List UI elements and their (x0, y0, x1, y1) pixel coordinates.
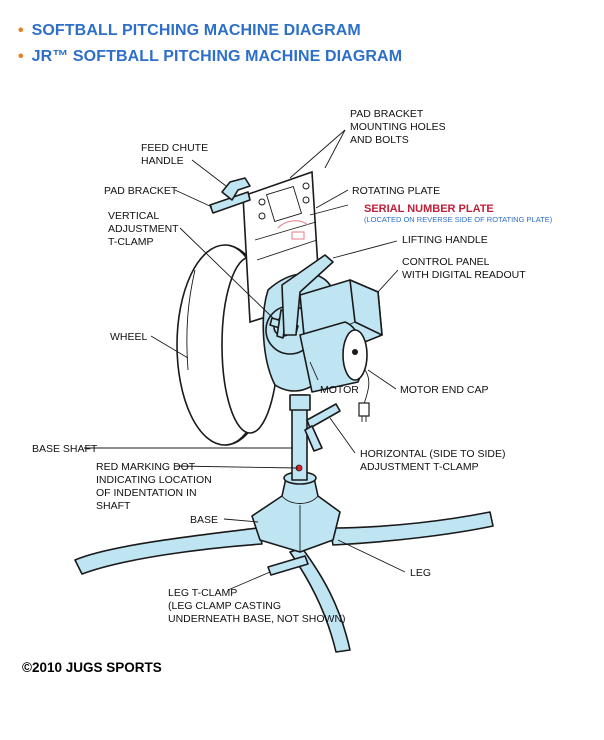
label-leg-t-clamp: UNDERNEATH BASE, NOT SHOWN) (168, 613, 346, 625)
label-red-marking-dot: RED MARKING DOT (96, 461, 196, 473)
mounting-hole (302, 182, 310, 190)
mounting-hole (258, 212, 266, 220)
label-serial-number-plate: SERIAL NUMBER PLATE (364, 203, 494, 215)
label-vertical-t-clamp: T-CLAMP (108, 236, 154, 248)
bullet-icon: • (18, 22, 24, 39)
label-vertical-t-clamp: VERTICAL (108, 210, 159, 222)
bullet-icon: • (18, 48, 24, 65)
label-horizontal-t-clamp: HORIZONTAL (SIDE TO SIDE) (360, 448, 505, 460)
label-leg: LEG (410, 567, 431, 579)
header-item: • JR™ SOFTBALL PITCHING MACHINE DIAGRAM (18, 44, 402, 70)
lifting-handle (281, 254, 334, 336)
label-pad-bracket-holes: AND BOLTS (350, 134, 409, 146)
label-motor: MOTOR (320, 384, 359, 396)
header-item: • SOFTBALL PITCHING MACHINE DIAGRAM (18, 18, 402, 44)
label-control-panel: CONTROL PANEL (402, 256, 490, 268)
label-leg-t-clamp: LEG T-CLAMP (168, 587, 237, 599)
label-feed-chute-handle: FEED CHUTE (141, 142, 208, 154)
mounting-hole (258, 198, 266, 206)
callout-labels: PAD BRACKET MOUNTING HOLES AND BOLTS FEE… (32, 108, 553, 625)
label-base: BASE (190, 514, 218, 526)
label-pad-bracket-holes: PAD BRACKET (350, 108, 424, 120)
label-rotating-plate: ROTATING PLATE (352, 185, 440, 197)
jr-softball-diagram-link[interactable]: JR™ SOFTBALL PITCHING MACHINE DIAGRAM (31, 48, 403, 65)
leader-lines (84, 129, 406, 591)
leg-left (74, 527, 263, 575)
leg-t-clamp (267, 555, 309, 576)
label-pad-bracket-holes: MOUNTING HOLES (350, 121, 446, 133)
label-motor-end-cap: MOTOR END CAP (400, 384, 488, 396)
softball-diagram-link[interactable]: SOFTBALL PITCHING MACHINE DIAGRAM (31, 22, 361, 39)
motor-end-cap-cord (358, 369, 370, 422)
label-red-marking-dot: OF INDENTATION IN (96, 487, 197, 499)
motor (299, 321, 368, 393)
base (251, 471, 341, 553)
leg-right (329, 511, 494, 546)
leg-front (289, 547, 351, 653)
label-leg-t-clamp: (LEG CLAMP CASTING (168, 600, 281, 612)
label-lifting-handle: LIFTING HANDLE (402, 234, 488, 246)
label-red-marking-dot: INDICATING LOCATION (96, 474, 212, 486)
label-red-marking-dot: SHAFT (96, 500, 131, 512)
label-pad-bracket: PAD BRACKET (104, 185, 178, 197)
header-links: • SOFTBALL PITCHING MACHINE DIAGRAM • JR… (18, 18, 402, 70)
label-control-panel: WITH DIGITAL READOUT (402, 269, 526, 281)
label-feed-chute-handle: HANDLE (141, 155, 184, 167)
label-vertical-t-clamp: ADJUSTMENT (108, 223, 179, 235)
label-serial-note: (LOCATED ON REVERSE SIDE OF ROTATING PLA… (364, 215, 553, 224)
copyright: ©2010 JUGS SPORTS (22, 660, 162, 675)
feed-chute-handle (221, 177, 251, 201)
label-base-shaft: BASE SHAFT (32, 443, 98, 455)
pad-bracket (209, 191, 251, 214)
label-horizontal-t-clamp: ADJUSTMENT T-CLAMP (360, 461, 479, 473)
label-wheel: WHEEL (110, 331, 148, 343)
horizontal-t-clamp (304, 403, 341, 452)
mounting-hole (302, 196, 310, 204)
